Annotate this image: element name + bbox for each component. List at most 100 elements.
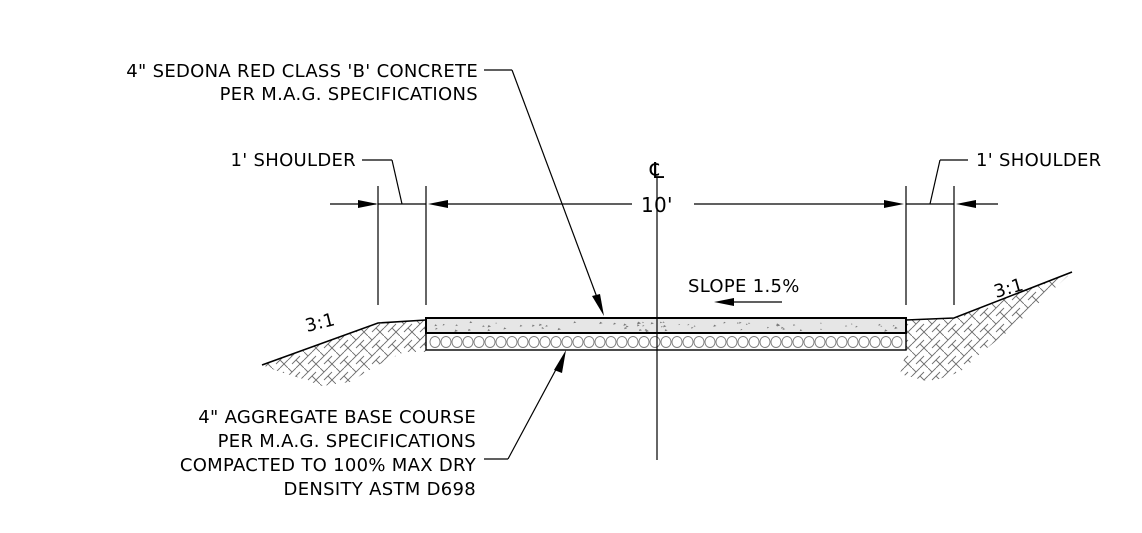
concrete-speck	[545, 324, 549, 327]
aggregate-pebble	[649, 336, 661, 348]
aggregate-pebble	[517, 336, 529, 348]
concrete-speck	[880, 325, 883, 327]
aggregate-pebble	[715, 336, 727, 348]
slope-label: SLOPE 1.5%	[688, 276, 800, 297]
concrete-speck	[776, 324, 781, 327]
aggregate-pebble	[869, 336, 881, 348]
concrete-speck	[557, 327, 561, 331]
concrete-speck	[845, 325, 848, 327]
aggregate-pebble	[484, 336, 496, 348]
aggregate-pebble	[682, 336, 694, 348]
concrete-speck	[820, 322, 822, 324]
concrete-speck	[850, 323, 853, 325]
concrete-speck	[723, 321, 726, 324]
concrete-speck	[435, 327, 438, 330]
aggregate-pebble	[891, 336, 903, 348]
base-callout-leader	[484, 350, 566, 460]
concrete-speck	[799, 329, 803, 332]
aggregate-pebble	[748, 336, 760, 348]
base-callout-line4: DENSITY ASTM D698	[284, 479, 476, 500]
concrete-speck	[650, 322, 654, 325]
concrete-speck	[519, 324, 523, 327]
concrete-callout-line1: 4" SEDONA RED CLASS 'B' CONCRETE	[126, 61, 478, 82]
concrete-speck	[793, 324, 796, 326]
concrete-speck	[503, 327, 507, 330]
aggregate-pebble	[495, 336, 507, 348]
earth-hatch-right	[900, 272, 1072, 382]
concrete-speck	[693, 325, 696, 327]
concrete-speck	[663, 324, 667, 328]
aggregate-pebble	[792, 336, 804, 348]
concrete-callout-line2: PER M.A.G. SPECIFICATIONS	[220, 84, 478, 105]
aggregate-pebble	[880, 336, 892, 348]
concrete-speck	[599, 321, 603, 325]
shoulder-left-label: 1' SHOULDER	[231, 150, 357, 171]
concrete-callout-leader	[484, 69, 604, 316]
concrete-speck	[855, 325, 858, 328]
concrete-speck	[637, 321, 641, 325]
concrete-speck	[892, 325, 895, 327]
concrete-speck	[642, 324, 645, 327]
aggregate-pebble	[440, 336, 452, 348]
concrete-speck	[884, 329, 888, 332]
aggregate-pebble	[759, 336, 771, 348]
concrete-speck	[660, 326, 663, 328]
concrete-speck	[624, 327, 628, 330]
base-callout-line2: PER M.A.G. SPECIFICATIONS	[218, 431, 476, 452]
side-slope-left-label: 3:1	[303, 309, 337, 337]
concrete-speck	[745, 323, 748, 325]
concrete-speck	[470, 321, 473, 324]
ground-line-left	[261, 319, 427, 366]
concrete-speck	[613, 322, 617, 325]
aggregate-base-layer	[425, 332, 907, 351]
concrete-speck	[455, 324, 459, 327]
aggregate-pebble	[770, 336, 782, 348]
concrete-speck	[766, 326, 770, 329]
concrete-speck	[782, 328, 786, 330]
aggregate-pebble	[858, 336, 870, 348]
concrete-speck	[638, 328, 643, 332]
concrete-speck	[487, 324, 492, 328]
concrete-speck	[738, 321, 742, 324]
concrete-speck	[487, 329, 491, 332]
aggregate-pebble	[605, 336, 617, 348]
aggregate-pebble	[814, 336, 826, 348]
centerline-symbol: ℄	[649, 159, 665, 184]
ground-line-right	[905, 271, 1073, 321]
aggregate-pebble	[539, 336, 551, 348]
base-callout-line3: COMPACTED TO 100% MAX DRY	[180, 455, 477, 476]
aggregate-pebble	[583, 336, 595, 348]
aggregate-pebble	[825, 336, 837, 348]
concrete-speck	[678, 323, 681, 326]
aggregate-pebble	[451, 336, 463, 348]
concrete-speck	[687, 323, 690, 326]
aggregate-pebble	[847, 336, 859, 348]
aggregate-pebble	[594, 336, 606, 348]
aggregate-pebble	[660, 336, 672, 348]
concrete-speck	[664, 329, 668, 332]
concrete-speck	[573, 321, 577, 324]
width-dimension-text: 10'	[641, 193, 673, 217]
concrete-speck	[531, 324, 535, 327]
aggregate-pebble	[737, 336, 749, 348]
concrete-speck	[894, 326, 897, 329]
concrete-speck	[625, 325, 629, 328]
concrete-speck	[662, 321, 665, 324]
slope-arrow	[714, 298, 782, 306]
concrete-slab	[425, 317, 907, 334]
concrete-speck	[642, 321, 645, 324]
aggregate-pebble	[671, 336, 683, 348]
aggregate-pebble	[572, 336, 584, 348]
earth-hatch-left	[262, 320, 426, 386]
concrete-speck	[442, 323, 445, 326]
aggregate-pebble	[528, 336, 540, 348]
concrete-speck	[740, 328, 743, 331]
concrete-speck	[659, 321, 663, 324]
aggregate-pebble	[726, 336, 738, 348]
aggregate-pebble	[462, 336, 474, 348]
aggregate-pebble	[638, 336, 650, 348]
concrete-speck	[691, 326, 694, 329]
base-callout-line1: 4" AGGREGATE BASE COURSE	[198, 407, 476, 428]
aggregate-pebble	[506, 336, 518, 348]
aggregate-pebble	[627, 336, 639, 348]
